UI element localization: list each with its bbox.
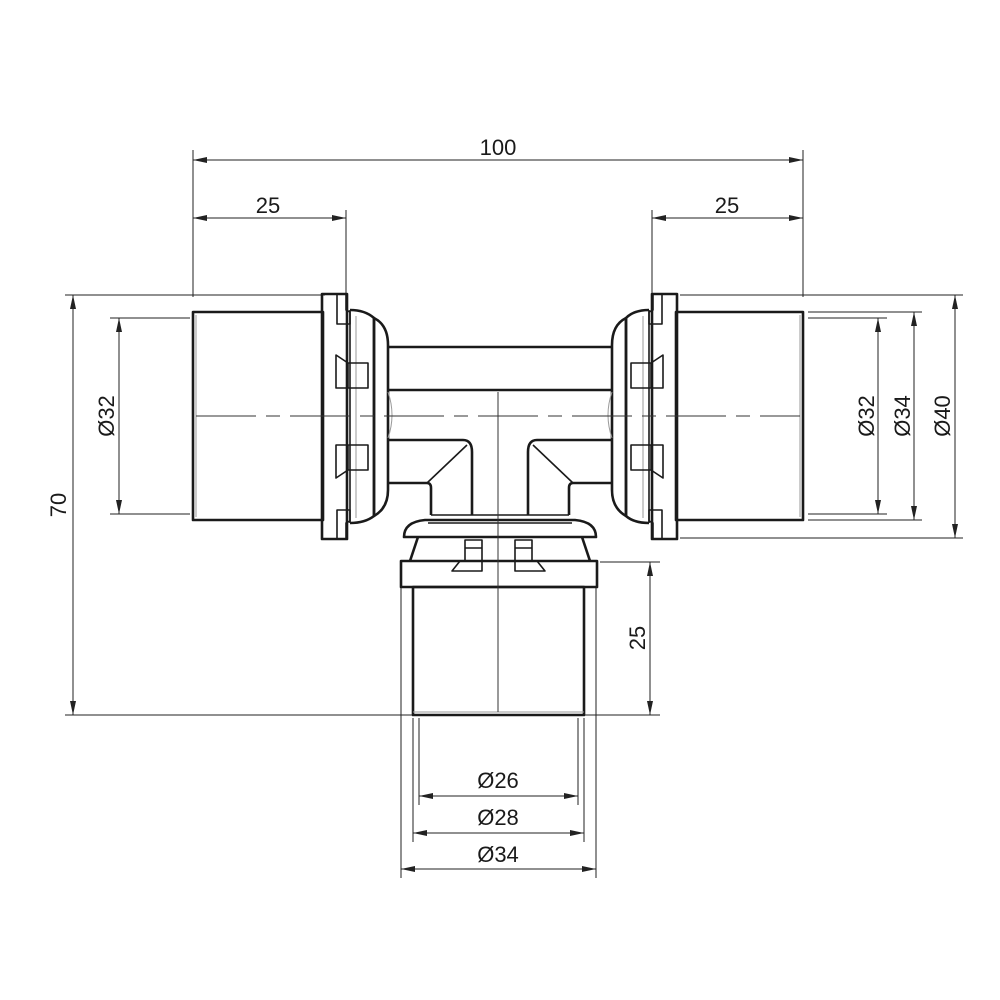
dimension-left-socket-depth: 25 bbox=[193, 193, 347, 297]
tee-body bbox=[387, 345, 613, 516]
dimension-branch-socket-depth: 25 bbox=[600, 561, 660, 715]
dim-label-branch-25: 25 bbox=[625, 626, 650, 650]
dimension-right-socket-depth: 25 bbox=[651, 193, 803, 297]
dim-label-right-25: 25 bbox=[715, 193, 739, 218]
dim-label-70: 70 bbox=[46, 493, 71, 517]
dimension-left-inner-diameter: Ø32 bbox=[94, 317, 190, 515]
dim-label-branch-d28: Ø28 bbox=[477, 805, 519, 830]
dimension-right-diameters: Ø32 Ø34 Ø40 bbox=[680, 294, 963, 539]
dim-label-branch-d34: Ø34 bbox=[477, 842, 519, 867]
dimension-overall-length: 100 bbox=[192, 135, 804, 297]
dimension-branch-diameters: Ø26 Ø28 Ø34 bbox=[400, 587, 597, 878]
dim-label-100: 100 bbox=[480, 135, 517, 160]
dim-label-left-25: 25 bbox=[256, 193, 280, 218]
center-lines bbox=[196, 392, 800, 712]
dim-label-branch-d26: Ø26 bbox=[477, 768, 519, 793]
branch-collar bbox=[399, 518, 599, 589]
dim-label-right-d32: Ø32 bbox=[854, 395, 879, 437]
left-collar bbox=[320, 292, 390, 541]
dim-label-right-d40: Ø40 bbox=[930, 395, 955, 437]
dim-label-left-d32: Ø32 bbox=[94, 395, 119, 437]
dim-label-right-d34: Ø34 bbox=[890, 395, 915, 437]
